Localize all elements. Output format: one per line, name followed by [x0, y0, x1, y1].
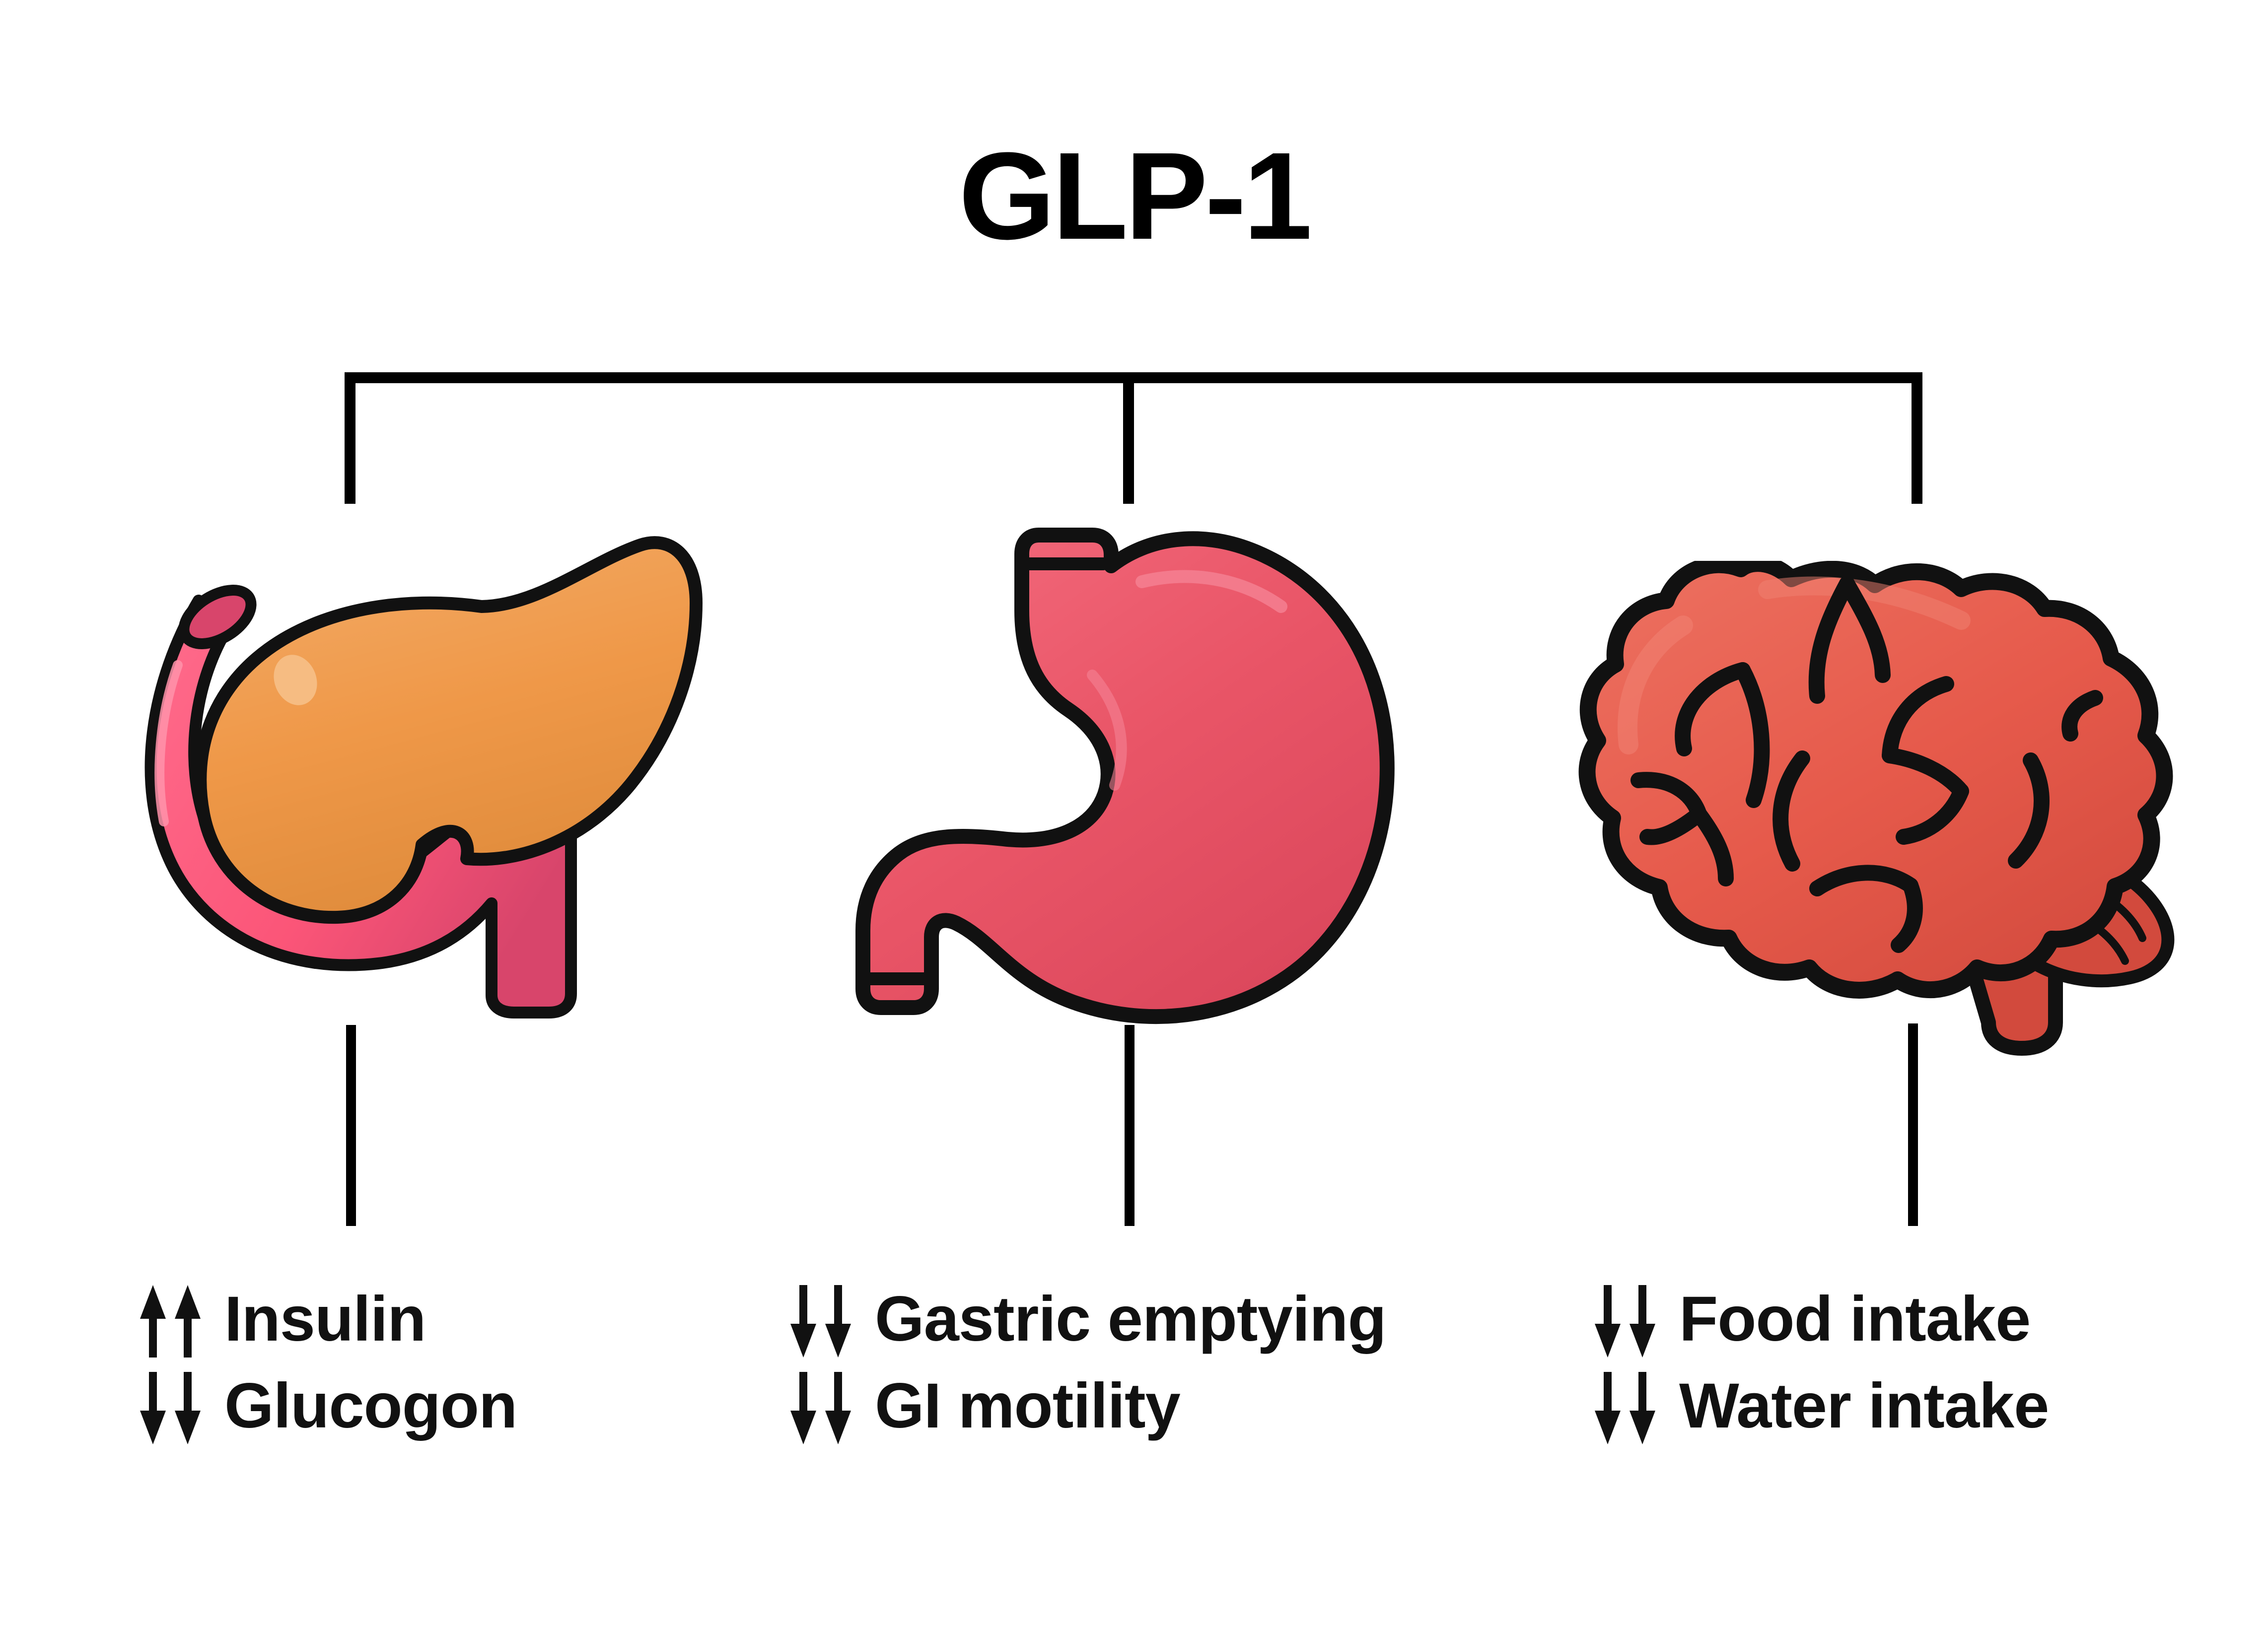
effects-column-brain: Food intake Water intake: [1589, 1276, 2234, 1449]
effect-label: Gastric emptying: [875, 1283, 1387, 1355]
double-down-arrow-icon: [1589, 1277, 1673, 1361]
stomach-illustration: [844, 511, 1410, 1027]
double-down-arrow-icon: [1589, 1364, 1673, 1448]
effect-row: Water intake: [1589, 1362, 2234, 1449]
bracket-horizontal-bar: [345, 372, 1922, 383]
stomach-shape: [855, 528, 1395, 1024]
effect-label: Glucogon: [224, 1370, 517, 1441]
brain-highlight: [1617, 615, 1693, 754]
effect-row: GI motility: [784, 1362, 1480, 1449]
duodenum-highlight: [154, 660, 183, 826]
brain-sulci: [1630, 576, 2103, 953]
effect-label: Food intake: [1679, 1283, 2031, 1355]
double-up-arrow-icon: [134, 1277, 218, 1361]
label-connector-middle: [1125, 1025, 1134, 1226]
pancreas-highlight: [274, 655, 317, 705]
effect-row: Gastric emptying: [784, 1276, 1480, 1362]
pancreas-shape: [194, 536, 703, 924]
effect-row: Food intake: [1589, 1276, 2234, 1362]
brain-illustration: [1569, 561, 2190, 1057]
effect-row: Insulin: [134, 1276, 730, 1362]
effect-row: Glucogon: [134, 1362, 730, 1449]
pancreas-and-duodenum-illustration: [124, 516, 740, 1022]
effects-column-stomach: Gastric emptying GI motility: [784, 1276, 1480, 1449]
stomach-highlight-inner: [1087, 670, 1127, 791]
duodenum-cut-end: [178, 585, 257, 649]
effect-label: GI motility: [875, 1370, 1181, 1441]
bracket-drop-left: [345, 372, 355, 504]
bracket-drop-right: [1912, 372, 1922, 504]
double-down-arrow-icon: [784, 1277, 869, 1361]
double-down-arrow-icon: [784, 1364, 869, 1448]
double-down-arrow-icon: [134, 1364, 218, 1448]
bracket-drop-middle: [1123, 372, 1134, 504]
label-connector-left: [346, 1025, 356, 1226]
effect-label: Water intake: [1679, 1370, 2049, 1441]
page-title: GLP-1: [958, 127, 1312, 265]
stomach-highlight-upper: [1135, 570, 1287, 613]
brain-shape: [1578, 561, 2175, 1056]
effects-column-pancreas: Insulin Glucogon: [134, 1276, 730, 1449]
effect-label: Insulin: [224, 1283, 426, 1355]
